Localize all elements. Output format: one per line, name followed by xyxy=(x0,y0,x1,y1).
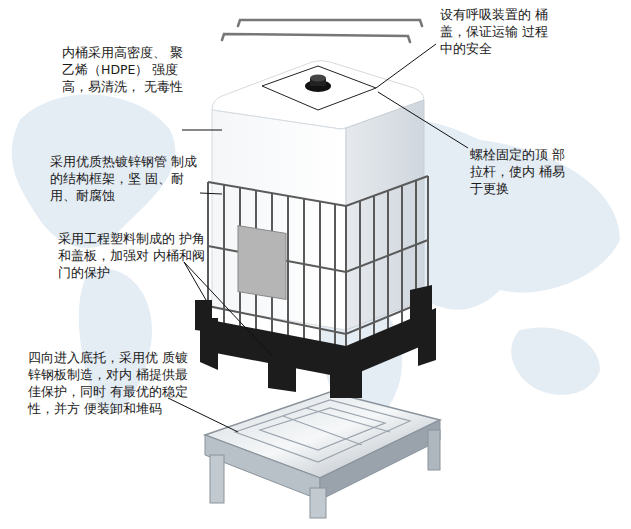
pallet xyxy=(205,392,440,518)
callout-text: 内桶采用高密度、 聚乙烯（HDPE） 强度高，易清洗， 无毒性 xyxy=(62,44,184,95)
callout-text: 螺栓固定的顶 部拉杆，使内 桶易于更换 xyxy=(470,146,570,197)
top-rods xyxy=(222,20,422,42)
callout-text: 设有呼吸装置的 桶盖，保证运输 过程中的安全 xyxy=(440,6,552,57)
label-plate xyxy=(238,226,286,300)
corner-protectors xyxy=(195,285,436,398)
callout-text: 采用工程塑料制成的 护角和盖板，加强对 内桶和阀门的保护 xyxy=(58,230,208,281)
callout-text: 四向进入底托，采用优 质镀锌钢板制造，对内 桶提供最佳保护，同时 有最优的稳定性… xyxy=(28,349,193,417)
world-map xyxy=(12,95,620,425)
leader-lines xyxy=(168,44,468,432)
callout-text: 采用优质热镀锌钢管 制成的结构框架，坚 固、耐用、耐腐蚀 xyxy=(50,153,200,204)
